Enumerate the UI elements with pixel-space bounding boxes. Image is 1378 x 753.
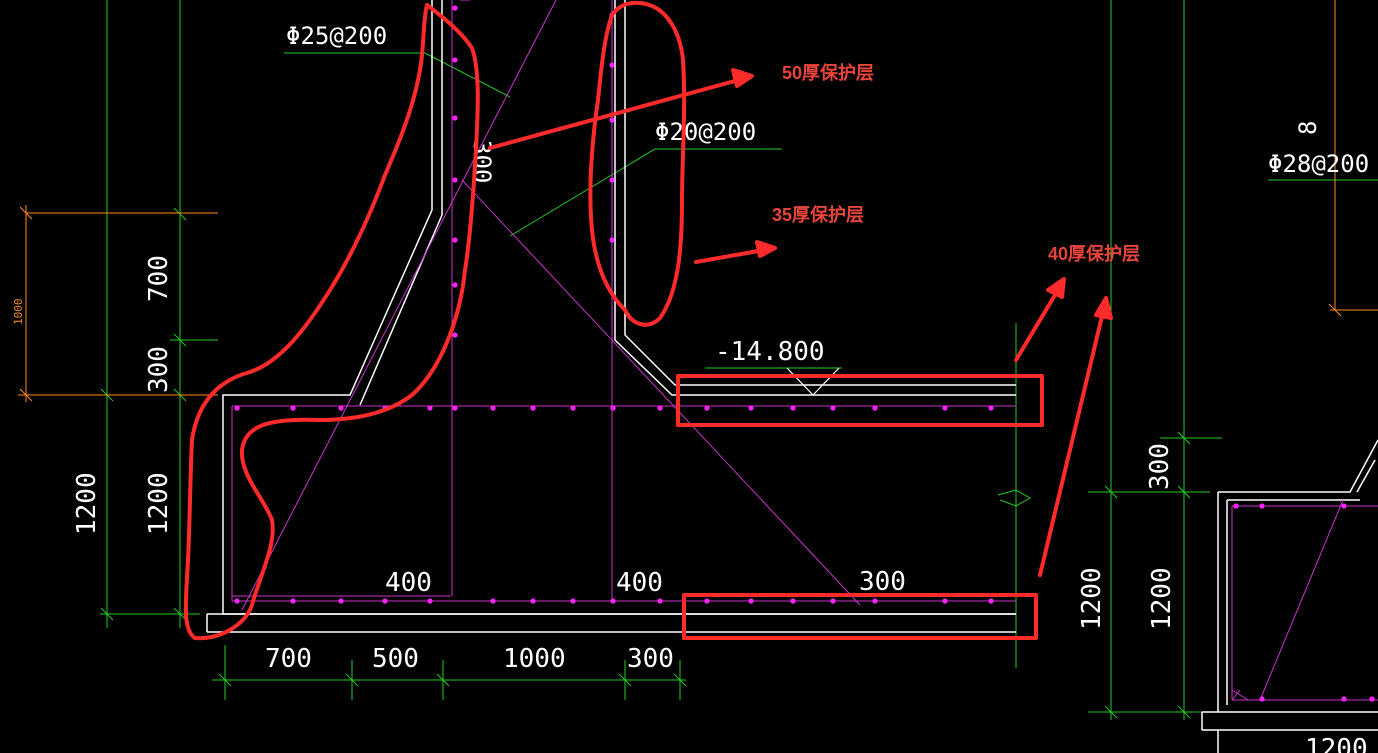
rebar-dot xyxy=(452,115,458,121)
red-markups xyxy=(183,0,1113,641)
dim-right-300: 300 xyxy=(1145,443,1175,490)
rebar-dot xyxy=(609,177,615,183)
dim-bottom-700: 700 xyxy=(265,644,312,674)
rebar-dot xyxy=(609,117,615,123)
rebar-dot xyxy=(452,282,458,288)
rebar-dot xyxy=(830,598,836,604)
dim-left-1200-outer: 1200 xyxy=(72,472,102,535)
annotation-texts: 50厚保护层 35厚保护层 40厚保护层 xyxy=(772,62,1140,264)
rebar-dot xyxy=(570,598,576,604)
rebar-dot xyxy=(452,332,458,338)
rebar-dot xyxy=(290,405,296,411)
markup-rect-bottom xyxy=(682,593,1038,640)
rebar-dot xyxy=(427,405,433,411)
rebar-dot xyxy=(609,62,615,68)
structure-outline xyxy=(206,0,1378,753)
dim-bottom-500: 500 xyxy=(372,644,419,674)
rebar-dot xyxy=(657,598,663,604)
dim-right-1200-outer: 1200 xyxy=(1077,567,1107,630)
rebar-dot xyxy=(490,405,496,411)
markup-rect-top xyxy=(676,374,1044,427)
dim-left-1200-inner: 1200 xyxy=(144,472,174,535)
rebar-label-right: Φ28@200 xyxy=(1268,150,1369,178)
rebar-dot xyxy=(610,598,616,604)
rebar-dot xyxy=(338,405,344,411)
rebar-lines xyxy=(231,0,1378,701)
rebar-dot xyxy=(427,598,433,604)
rebar-dot xyxy=(872,598,878,604)
rebar-dot xyxy=(790,598,796,604)
rebar-dot xyxy=(382,598,388,604)
rebar-dot xyxy=(234,405,240,411)
rebar-dot xyxy=(490,598,496,604)
markup-loop-middle xyxy=(588,0,687,327)
rebar-dot xyxy=(657,405,663,411)
rebar-dot xyxy=(1341,696,1347,702)
rebar-dot xyxy=(290,598,296,604)
rebar-dot xyxy=(830,405,836,411)
dim-left-300: 300 xyxy=(144,346,174,393)
rebar-dot xyxy=(452,177,458,183)
annotation-cover-50: 50厚保护层 xyxy=(782,62,874,83)
rebar-dot xyxy=(988,405,994,411)
rebar-dot xyxy=(1259,696,1265,702)
rebar-dot xyxy=(704,598,710,604)
dim-right-top-8: 8 xyxy=(1294,121,1322,135)
rebar-dot xyxy=(942,598,948,604)
rebar-dot xyxy=(1369,696,1375,702)
dim-top-300: 300 xyxy=(859,567,906,597)
rebar-dot xyxy=(748,405,754,411)
rebar-dot xyxy=(790,405,796,411)
orange-dimension-lines xyxy=(18,0,1378,402)
dimension-texts: 1000 700 300 1200 1200 300 400 400 300 7… xyxy=(12,121,1368,753)
rebar-dot xyxy=(530,405,536,411)
dim-left-1000: 1000 xyxy=(12,299,25,326)
rebar-dot xyxy=(988,598,994,604)
annotation-cover-35: 35厚保护层 xyxy=(772,204,864,225)
rebar-dot xyxy=(1233,503,1239,509)
rebar-dot xyxy=(452,57,458,63)
rebar-dot xyxy=(609,237,615,243)
rebar-dot xyxy=(1259,503,1265,509)
rebar-dot xyxy=(452,237,458,243)
rebar-dot xyxy=(872,405,878,411)
rebar-dot xyxy=(338,598,344,604)
rebar-dot xyxy=(234,598,240,604)
annotation-cover-40: 40厚保护层 xyxy=(1048,243,1140,264)
rebar-dot xyxy=(704,405,710,411)
markup-loop-left xyxy=(183,3,480,641)
rebar-dot xyxy=(1341,503,1347,509)
rebar-label-middle: Φ20@200 xyxy=(655,118,756,146)
rebar-dot xyxy=(570,405,576,411)
elevation-label: -14.800 xyxy=(715,337,825,367)
rebar-label-texts: Φ25@200 Φ20@200 Φ28@200 xyxy=(286,22,1369,178)
dim-right-1200-inner: 1200 xyxy=(1147,567,1177,630)
dim-top-400-left: 400 xyxy=(385,568,432,598)
dim-bottom-1000: 1000 xyxy=(503,644,566,674)
rebar-dot xyxy=(452,5,458,11)
elevation-marker xyxy=(786,367,840,396)
rebar-dot xyxy=(942,405,948,411)
rebar-label-left: Φ25@200 xyxy=(286,22,387,50)
dim-right-1200-bottom: 1200 xyxy=(1305,734,1368,753)
rebar-dot xyxy=(452,405,458,411)
dim-left-700: 700 xyxy=(144,255,174,302)
dim-bottom-300: 300 xyxy=(627,644,674,674)
rebar-dot xyxy=(748,598,754,604)
rebar-dot xyxy=(530,598,536,604)
rebar-dot xyxy=(610,405,616,411)
dim-top-400-right: 400 xyxy=(616,568,663,598)
